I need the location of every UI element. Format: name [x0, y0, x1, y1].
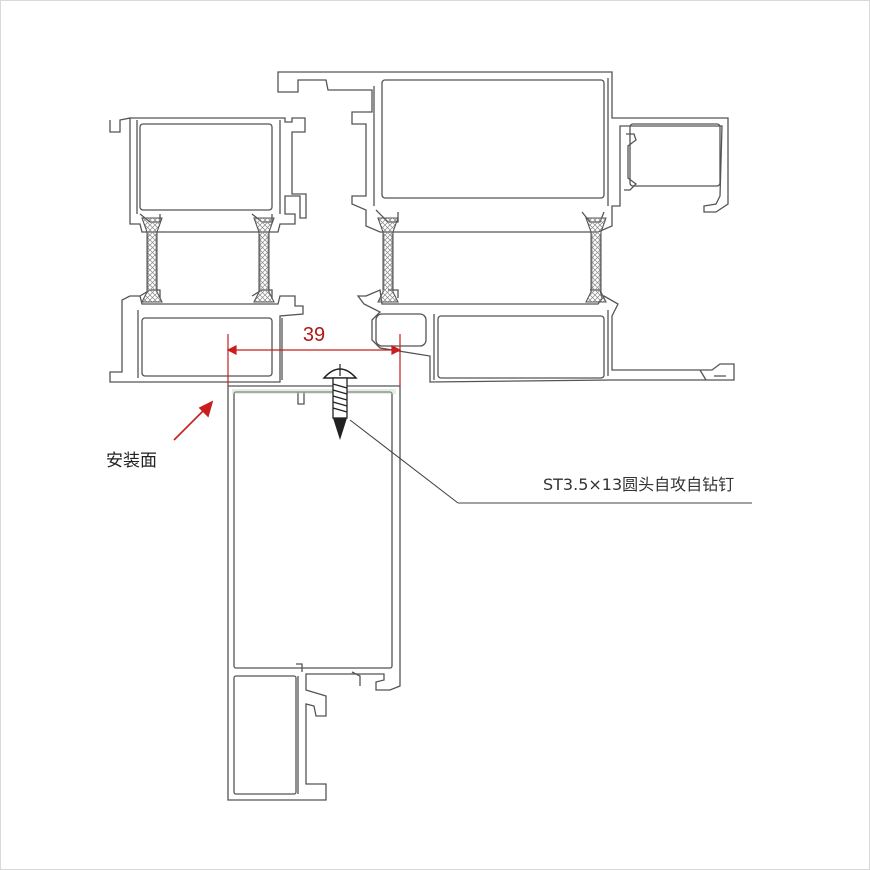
thermal-strip-right-2	[585, 217, 607, 303]
right-thermal-breaks	[377, 217, 607, 303]
thermal-strip-left-2	[253, 217, 275, 303]
left-thermal-breaks	[141, 217, 275, 303]
screw-icon	[322, 364, 358, 440]
mounting-surface-arrow	[173, 400, 214, 441]
right-frame-profile	[277, 71, 735, 383]
sealant-strip	[232, 389, 396, 394]
left-sash-profile	[109, 117, 307, 383]
dimension-value: 39	[303, 324, 325, 346]
screw-leader	[349, 419, 752, 504]
screw-callout-label: ST3.5×13圆头自攻自钻钉	[543, 475, 734, 494]
coupling-profile	[227, 385, 401, 801]
dimension-39	[226, 334, 402, 386]
thermal-strip-right-1	[377, 217, 399, 303]
mounting-surface-label: 安装面	[106, 451, 157, 471]
thermal-strip-left-1	[141, 217, 163, 303]
